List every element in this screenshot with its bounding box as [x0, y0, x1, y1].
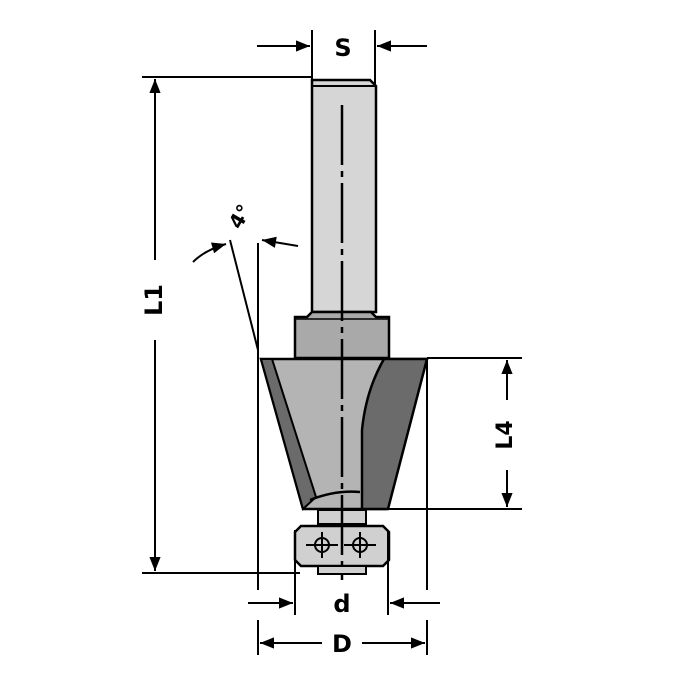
dim-l4: L4 — [386, 357, 522, 510]
dim-s: S — [257, 30, 427, 86]
screw-icon-left — [306, 532, 338, 558]
label-l1: L1 — [140, 284, 168, 316]
screw-icon-right — [344, 532, 376, 558]
shank — [310, 78, 378, 314]
dim-l1: L1 — [140, 76, 312, 574]
label-angle: 4° — [224, 200, 257, 233]
dim-d-large: D — [257, 243, 428, 658]
label-d: d — [333, 590, 350, 618]
cutter-body — [259, 357, 429, 511]
dim-angle: 4° — [192, 200, 299, 351]
label-s: S — [334, 34, 351, 62]
dim-d-small: d — [248, 530, 440, 618]
label-l4: L4 — [493, 420, 518, 449]
label-big-d: D — [332, 630, 352, 658]
